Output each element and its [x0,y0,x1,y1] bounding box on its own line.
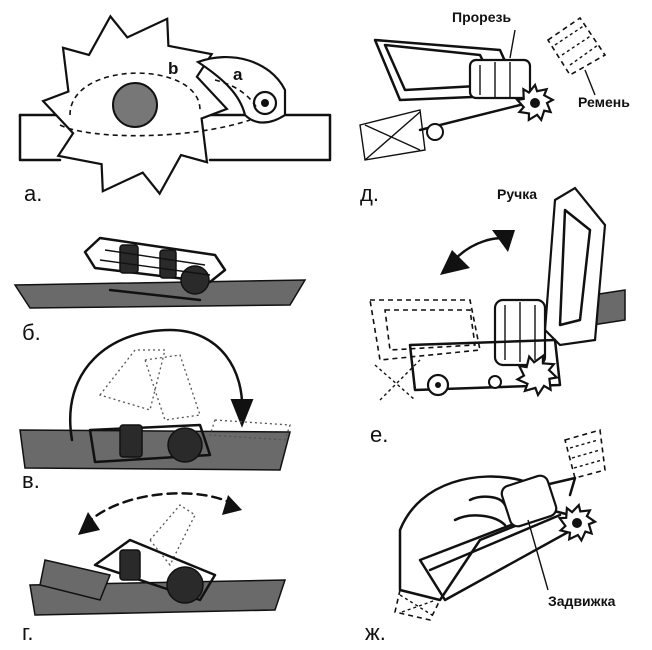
panel-label-v: в. [22,468,40,493]
panel-d-drawing [359,16,607,161]
panel-label-e: е. [370,422,389,447]
slot-label: Прорезь [452,9,512,25]
panel-label-a: а. [24,181,43,206]
strap-end [546,16,607,77]
strap-label: Ремень [578,94,630,110]
panel-b-drawing [13,236,307,309]
panel-label-g: г. [22,620,34,645]
latch-label: Задвижка [548,593,616,609]
panel-v-drawing [19,328,291,471]
panel-label-zh: ж. [365,620,386,645]
pawl-letter-a: a [233,65,243,84]
panel-label-d: д. [360,181,379,206]
panel-g-drawing [29,492,287,616]
strap [19,429,291,471]
slot-spindle [468,58,532,100]
panel-a-drawing [18,14,332,196]
gear-letter-b: b [168,59,179,78]
panel-label-b: б. [22,320,41,345]
handle-label: Ручка [497,186,538,202]
panel-e-drawing [369,186,626,401]
latch-leader-line [527,519,549,591]
strap [13,279,307,309]
small-gear [515,353,560,398]
panel-zh-drawing [394,428,606,621]
gear-axle [112,82,158,128]
